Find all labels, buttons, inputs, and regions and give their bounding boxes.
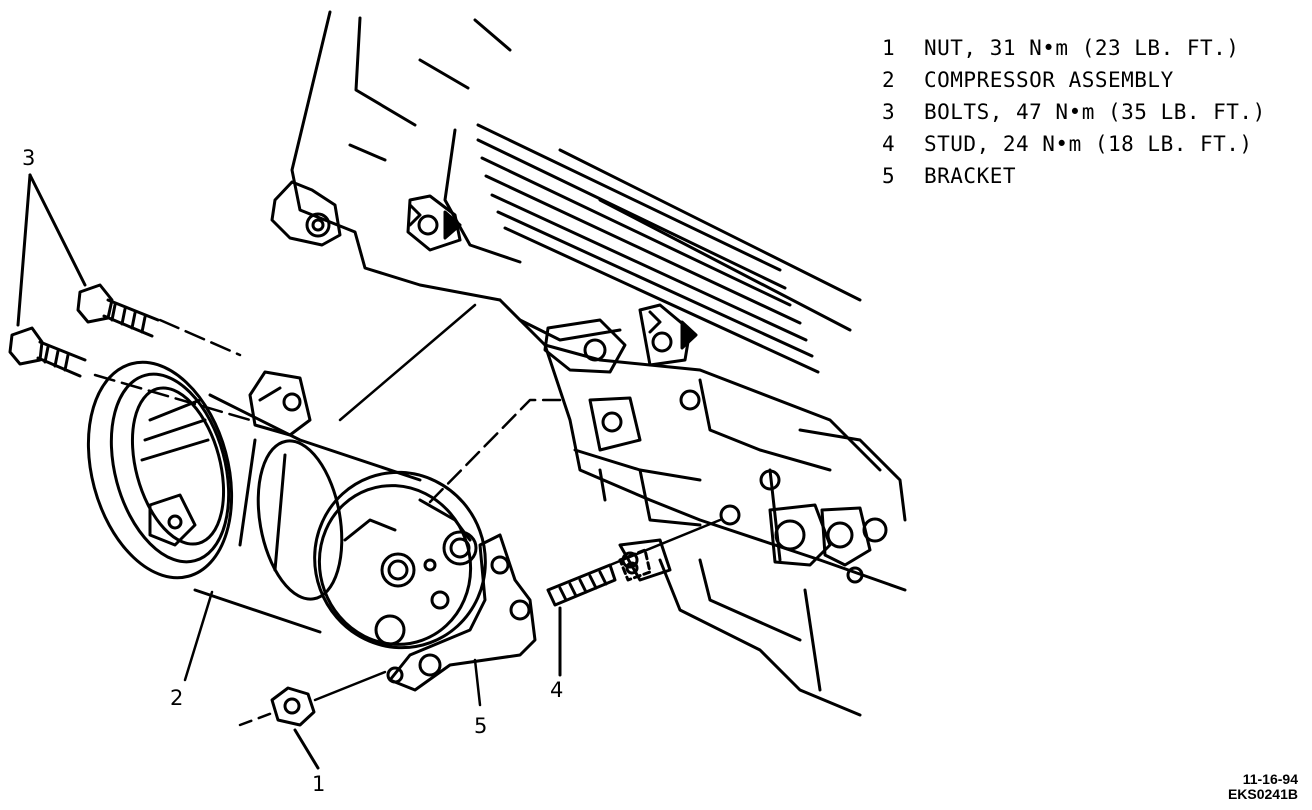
legend-number: 5: [882, 164, 896, 188]
callout-4: 4: [550, 678, 564, 702]
legend-number: 3: [882, 100, 896, 124]
drawing-date: 11-16-94: [1242, 771, 1298, 787]
legend-item: 4 STUD, 24 N•m (18 LB. FT.): [882, 128, 1266, 160]
engine-block: [270, 10, 907, 717]
callout-1: 1: [312, 772, 326, 796]
callout-2: 2: [170, 686, 184, 710]
parts-legend: 1 NUT, 31 N•m (23 LB. FT.) 2 COMPRESSOR …: [882, 32, 1266, 192]
legend-text: STUD, 24 N•m (18 LB. FT.): [924, 132, 1253, 156]
legend-text: NUT, 31 N•m (23 LB. FT.): [924, 36, 1240, 60]
legend-number: 4: [882, 132, 896, 156]
drawing-code: EKS0241B: [1227, 786, 1298, 802]
legend-text: COMPRESSOR ASSEMBLY: [924, 68, 1174, 92]
callout-5: 5: [474, 714, 488, 738]
nut: [270, 686, 320, 770]
legend-item: 2 COMPRESSOR ASSEMBLY: [882, 64, 1266, 96]
leader-lines: [183, 590, 482, 707]
legend-item: 5 BRACKET: [882, 160, 1266, 192]
stud: [546, 548, 652, 677]
bolts: [8, 173, 160, 378]
legend-text: BOLTS, 47 N•m (35 LB. FT.): [924, 100, 1266, 124]
legend-text: BRACKET: [924, 164, 1017, 188]
compressor-assembly: [86, 360, 537, 692]
legend-number: 1: [882, 36, 896, 60]
legend-item: 1 NUT, 31 N•m (23 LB. FT.): [882, 32, 1266, 64]
legend-number: 2: [882, 68, 896, 92]
drawing-stamp: 11-16-94 EKS0241B: [1228, 772, 1298, 802]
legend-item: 3 BOLTS, 47 N•m (35 LB. FT.): [882, 96, 1266, 128]
alignment-lines: [93, 303, 722, 727]
callout-3: 3: [22, 146, 36, 170]
